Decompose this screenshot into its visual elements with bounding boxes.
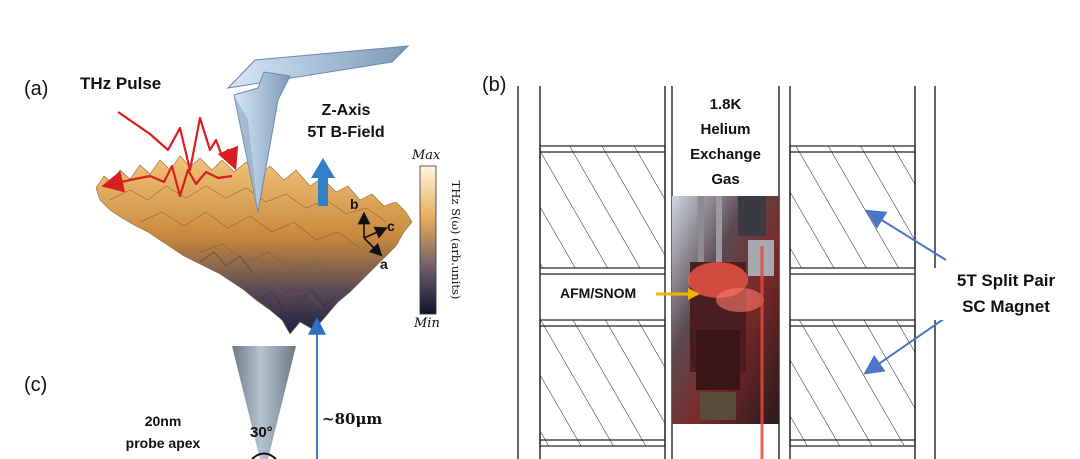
- helium-gas-line1: 1.8K: [709, 96, 742, 113]
- magnet-pointer-upper: [865, 209, 947, 261]
- magnet-coil-left-lower: [539, 319, 666, 447]
- panel-a-label: (a): [24, 78, 49, 100]
- distance-label: ~80μm: [322, 410, 383, 428]
- crystal-axes: [357, 211, 388, 257]
- bfield-label-line2: 5T B-Field: [307, 124, 385, 141]
- bfield-arrow: [311, 158, 335, 206]
- panel-a-graphic: [95, 45, 437, 335]
- panel-b-graphic: [517, 86, 949, 459]
- magnet-label: 5T Split Pair SC Magnet: [934, 268, 1078, 320]
- helium-gas-label: 1.8K Helium Exchange Gas: [672, 92, 779, 192]
- thz-pulse-label: THz Pulse: [80, 74, 162, 93]
- panel-c-graphic: [232, 316, 326, 459]
- helium-gas-line3: Exchange: [690, 146, 761, 163]
- helium-gas-line4: Gas: [711, 171, 740, 188]
- colorbar-max-label: Max: [412, 148, 441, 163]
- magnet-coil-right-lower: [789, 319, 916, 447]
- panel-c-label: (c): [24, 374, 48, 396]
- thz-pulse-outgoing: [101, 164, 233, 198]
- axis-b-label: b: [350, 196, 359, 212]
- thz-pulse-incoming: [117, 111, 239, 172]
- probe-cone: [232, 346, 296, 459]
- colorbar-min-label: Min: [414, 316, 440, 331]
- magnet-label-line1: 5T Split Pair: [956, 271, 1056, 290]
- magnet-pointer-lower: [863, 315, 949, 375]
- magnet-coil-right-upper: [789, 145, 916, 269]
- probe-apex-line2: probe apex: [125, 435, 201, 451]
- panel-b-label: (b): [482, 74, 507, 96]
- magnet-coil-left-upper: [539, 145, 666, 269]
- helium-gas-line2: Helium: [700, 121, 751, 138]
- axis-a-label: a: [380, 256, 388, 272]
- cone-angle-label: 30°: [250, 424, 273, 441]
- probe-apex-line1: 20nm: [144, 413, 182, 429]
- bfield-label: Z-Axis 5T B-Field: [298, 100, 394, 144]
- afm-cantilever: [226, 45, 410, 89]
- angle-arc: [251, 452, 277, 459]
- bfield-label-line1: Z-Axis: [321, 102, 371, 119]
- afm-snom-label: AFM/SNOM: [558, 285, 639, 301]
- magnet-label-line2: SC Magnet: [962, 297, 1050, 316]
- probe-apex-label: 20nm probe apex: [108, 410, 218, 454]
- axis-c-label: c: [387, 218, 395, 234]
- colorbar: [419, 165, 437, 315]
- thz-surface-map: [95, 155, 413, 335]
- colorbar-title: THz S(ω) (arb.units): [449, 180, 463, 300]
